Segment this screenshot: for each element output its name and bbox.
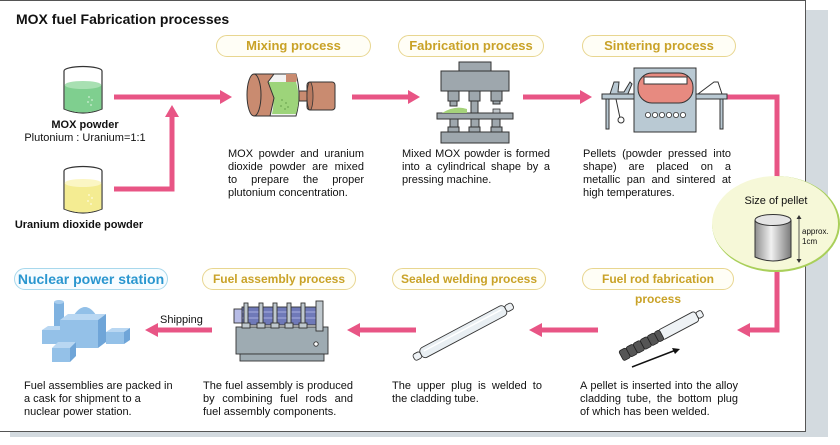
pellet-dimension-line2: 1cm [802, 237, 818, 246]
desc-fuel-assembly: The fuel assembly is produced by combini… [203, 380, 353, 418]
arrowhead-sintering [580, 90, 592, 104]
desc-sealed-welding: The upper plug is welded to the cladding… [392, 380, 542, 405]
arrowhead-assembly [347, 323, 360, 337]
arrowhead-uranium-up [165, 105, 179, 117]
arrowhead-station [145, 323, 158, 337]
desc-fabrication: Mixed MOX powder is formed into a cylind… [402, 148, 550, 186]
desc-fuel-rod: A pellet is inserted into the alloy clad… [580, 380, 738, 418]
arrow-bubble-to-fuel-rod [748, 272, 780, 333]
sealed-rod-icon [412, 302, 514, 361]
sintering-furnace-icon [601, 67, 728, 133]
pellet-dimension-line1: approx. [802, 227, 829, 236]
pellet-size-title: Size of pellet [744, 195, 808, 207]
pressing-machine-icon [436, 61, 514, 144]
arrowhead-mixing [220, 90, 232, 104]
desc-nuclear-power-station: Fuel assemblies are packed in a cask for… [24, 380, 173, 418]
pill-mixing-process: Mixing process [216, 35, 371, 57]
mox-powder-label: MOX powder [51, 119, 119, 131]
assembly-machine-icon [233, 300, 329, 362]
arrowhead-welding [529, 323, 542, 337]
pill-fabrication-process: Fabrication process [398, 35, 544, 57]
frame-top-border [0, 0, 806, 1]
pill-fuel-assembly-process: Fuel assembly process [202, 268, 356, 290]
shipping-label: Shipping [160, 314, 203, 326]
pellet-cylinder-icon [754, 214, 792, 262]
mixer-drum-icon [246, 73, 336, 117]
beaker-green-icon [63, 65, 103, 114]
desc-mixing: MOX powder and uranium dioxide powder ar… [228, 148, 364, 199]
arrowhead-fabrication [408, 90, 420, 104]
dimension-arrow-icon [796, 215, 802, 263]
pill-nuclear-power-station: Nuclear power station [14, 268, 168, 290]
beaker-yellow-icon [63, 165, 103, 214]
pill-sintering-process: Sintering process [582, 35, 736, 57]
arrow-uranium-to-mixing [114, 117, 175, 192]
mox-powder-ratio: Plutonium : Uranium=1:1 [24, 132, 146, 144]
pill-sealed-welding-process: Sealed welding process [392, 268, 546, 290]
arrowhead-fuel-rod [737, 323, 750, 337]
diagram-title: MOX fuel Fabrication processes [16, 11, 230, 27]
pill-fuel-rod-process: Fuel rod fabrication process [582, 268, 734, 306]
uranium-powder-label: Uranium dioxide powder [14, 219, 144, 231]
power-station-icon [42, 300, 130, 362]
arrow-sintering-down [724, 94, 780, 180]
desc-sintering: Pellets (powder pressed into shape) are … [583, 148, 731, 199]
fuel-rod-insertion-icon [618, 310, 704, 368]
